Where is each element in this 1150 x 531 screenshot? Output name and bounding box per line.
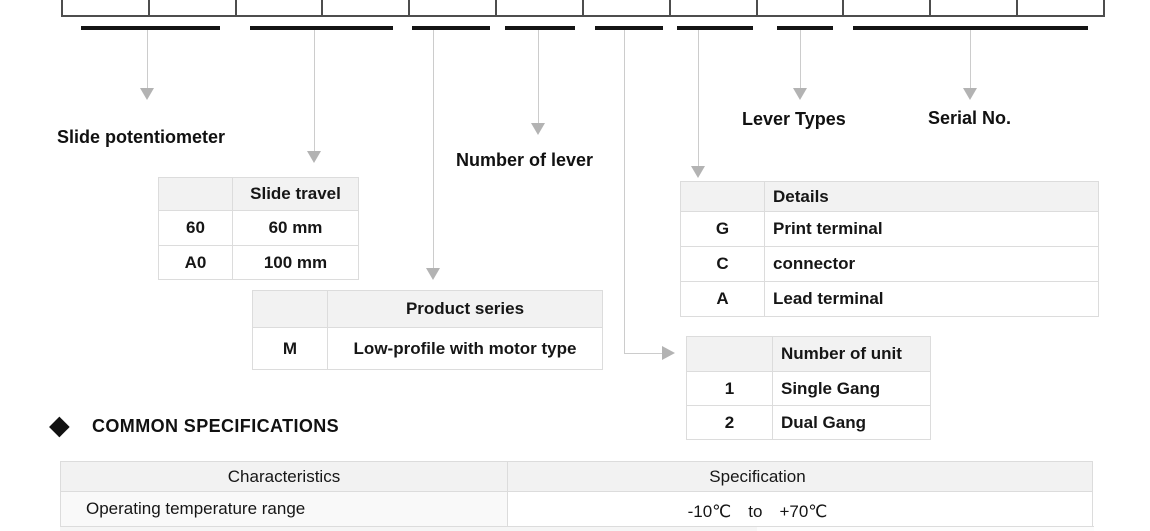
value-cell: Low-profile with motor type xyxy=(327,327,603,370)
code-cell: A xyxy=(680,281,765,317)
underline-number-of-unit xyxy=(595,26,663,30)
arrow-down-icon xyxy=(307,151,321,163)
arrow-line-product-series xyxy=(433,30,434,268)
table-header-cell: Characteristics xyxy=(60,461,508,492)
code-cell: C xyxy=(680,246,765,282)
arrow-line-slide-travel xyxy=(314,30,315,151)
underline-serial-no xyxy=(853,26,1088,30)
part-number-cell xyxy=(497,0,584,15)
part-number-cell xyxy=(671,0,758,15)
number-of-unit-table: Number of unit 1 Single Gang 2 Dual Gang xyxy=(686,336,931,440)
section-title: COMMON SPECIFICATIONS xyxy=(92,416,340,436)
diamond-bullet-icon: ◆ xyxy=(49,410,70,440)
value-cell: 60 mm xyxy=(232,210,359,246)
label-lever-types: Lever Types xyxy=(742,109,846,129)
value-cell: Lead terminal xyxy=(764,281,1099,317)
arrow-line-number-of-unit xyxy=(624,30,625,354)
arrow-line-slide-potentiometer xyxy=(147,30,148,88)
value-cell: 100 mm xyxy=(232,245,359,280)
underline-lever-types xyxy=(777,26,833,30)
underline-slide-potentiometer xyxy=(81,26,220,30)
table-header-cell xyxy=(680,181,765,212)
underline-number-of-lever xyxy=(505,26,575,30)
details-table: Details G Print terminal C connector A L… xyxy=(680,181,1099,317)
code-cell: 60 xyxy=(158,210,233,246)
part-number-cell xyxy=(1018,0,1103,15)
code-cell: 1 xyxy=(686,371,773,406)
arrow-line-serial-no xyxy=(970,30,971,88)
part-number-cell xyxy=(63,0,150,15)
part-number-cell xyxy=(584,0,671,15)
code-cell: M xyxy=(252,327,328,370)
part-number-cell xyxy=(150,0,237,15)
arrow-down-icon xyxy=(691,166,705,178)
code-cell: 2 xyxy=(686,405,773,440)
part-number-cell xyxy=(323,0,411,15)
value-cell: connector xyxy=(764,246,1099,282)
value-cell: Single Gang xyxy=(772,371,931,406)
underline-slide-travel xyxy=(250,26,393,30)
table-header-cell xyxy=(686,336,773,372)
arrow-down-icon xyxy=(426,268,440,280)
partial-next-row xyxy=(60,526,757,531)
table-header-cell xyxy=(158,177,233,211)
value-cell: Print terminal xyxy=(764,211,1099,247)
arrow-down-icon xyxy=(793,88,807,100)
table-header-cell: Slide travel xyxy=(232,177,359,211)
underline-details xyxy=(677,26,753,30)
table-header-cell xyxy=(252,290,328,328)
arrow-line-number-of-lever xyxy=(538,30,539,123)
part-number-boxes xyxy=(61,0,1105,17)
characteristic-cell: Operating temperature range xyxy=(60,491,508,527)
arrow-down-icon xyxy=(531,123,545,135)
underline-product-series xyxy=(412,26,490,30)
partial-next-row xyxy=(757,526,1094,531)
arrow-right-icon xyxy=(662,346,675,360)
table-header-cell: Specification xyxy=(507,461,1093,492)
arrow-down-icon xyxy=(963,88,977,100)
arrow-line-details xyxy=(698,30,699,166)
part-number-cell xyxy=(844,0,932,15)
label-serial-no: Serial No. xyxy=(928,108,1012,128)
part-number-cell xyxy=(931,0,1019,15)
arrow-line-lever-types xyxy=(800,30,801,88)
table-header-cell: Details xyxy=(764,181,1099,212)
label-number-of-lever: Number of lever xyxy=(456,150,594,170)
code-cell: G xyxy=(680,211,765,247)
part-number-cell xyxy=(758,0,845,15)
table-header-cell: Product series xyxy=(327,290,603,328)
product-series-table: Product series M Low-profile with motor … xyxy=(252,290,603,370)
arrow-down-icon xyxy=(140,88,154,100)
code-cell: A0 xyxy=(158,245,233,280)
slide-travel-table: Slide travel 60 60 mm A0 100 mm xyxy=(158,177,359,280)
part-number-cell xyxy=(237,0,324,15)
label-slide-potentiometer: Slide potentiometer xyxy=(57,127,226,147)
value-cell: Dual Gang xyxy=(772,405,931,440)
common-specifications-table: Characteristics Specification Operating … xyxy=(60,461,1093,527)
arrow-elbow-number-of-unit xyxy=(624,353,662,354)
part-number-cell xyxy=(410,0,498,15)
table-header-cell: Number of unit xyxy=(772,336,931,372)
specification-cell: -10℃ to +70℃ xyxy=(507,491,1093,527)
